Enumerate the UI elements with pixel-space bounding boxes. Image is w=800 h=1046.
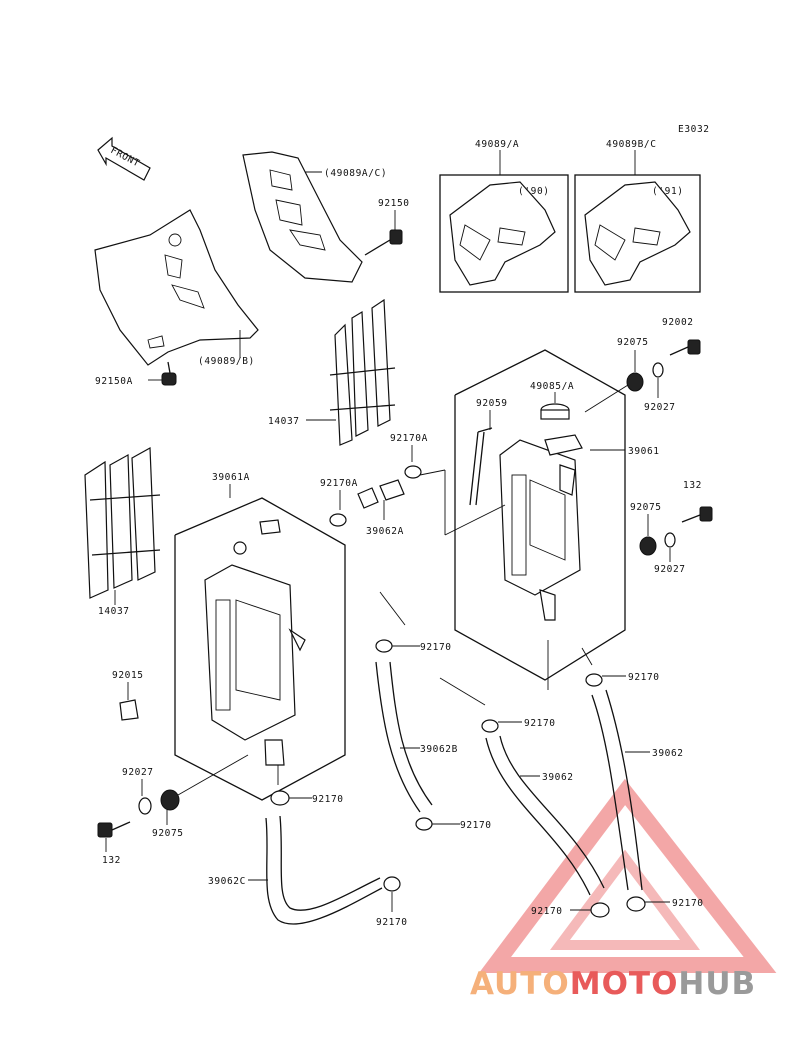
- label-132-left: 132: [102, 855, 121, 866]
- hose-39062c: [265, 815, 383, 925]
- label-92150a: 92150A: [95, 376, 133, 387]
- label-39061: 39061: [628, 446, 660, 457]
- clamp-92170-h: [626, 896, 646, 912]
- label-39062a: 39062A: [366, 526, 404, 537]
- hose-39062-mid: [485, 735, 605, 896]
- label-49089bc: 49089B/C: [606, 139, 657, 150]
- label-92075-top: 92075: [617, 337, 649, 348]
- clamp-92170-d: [585, 673, 603, 687]
- label-92170-g: 92170: [531, 906, 563, 917]
- label-92027-left: 92027: [122, 767, 154, 778]
- grommet-92075-left: [160, 789, 180, 811]
- clamp-92170-e: [270, 790, 290, 806]
- radiator-cap: [540, 403, 570, 420]
- shroud-right: [242, 151, 363, 283]
- clamp-92170-a: [375, 639, 393, 653]
- label-49085a: 49085/A: [530, 381, 574, 392]
- label-49089a: 49089/A: [475, 139, 519, 150]
- bolt-92150: [364, 229, 403, 256]
- watermark-logo: [478, 778, 777, 973]
- bolt-92002: [669, 339, 701, 356]
- grille-top: [329, 298, 396, 446]
- label-39062-mid: 39062: [542, 772, 574, 783]
- label-49089ac: (49089A/C): [324, 168, 387, 179]
- inset-49089a: [439, 174, 569, 293]
- front-arrow-icon: FRONT: [97, 136, 151, 181]
- label-year-90: ('90): [518, 186, 550, 197]
- bolt-92150a: [161, 361, 177, 386]
- label-92075-right: 92075: [630, 502, 662, 513]
- label-92170a-mid: 92170A: [320, 478, 358, 489]
- label-92059: 92059: [476, 398, 508, 409]
- grommet-92075-top: [626, 372, 644, 392]
- watermark-hub: HUB: [678, 966, 756, 1002]
- label-39062c: 39062C: [208, 876, 246, 887]
- diagram-code: E3032: [678, 124, 710, 135]
- watermark-auto: AUTO: [470, 966, 570, 1002]
- clamp-92170a-top: [404, 465, 422, 479]
- label-49089b: (49089/B): [198, 356, 255, 367]
- hose-39062b: [375, 661, 433, 813]
- label-92170-c: 92170: [460, 820, 492, 831]
- label-92027-right: 92027: [654, 564, 686, 575]
- label-92002: 92002: [662, 317, 694, 328]
- label-92075-left: 92075: [152, 828, 184, 839]
- label-92170-a: 92170: [420, 642, 452, 653]
- radiator-right: [454, 349, 626, 681]
- label-92027-top: 92027: [644, 402, 676, 413]
- radiator-left: [174, 497, 346, 801]
- grommet-92075-right: [639, 536, 657, 556]
- label-year-91: ('91): [652, 186, 684, 197]
- label-92170a-top: 92170A: [390, 433, 428, 444]
- pipe-39062a: [357, 479, 405, 509]
- grille-left: [84, 447, 161, 599]
- label-92170-h: 92170: [672, 898, 704, 909]
- bolt-132-left: [97, 821, 131, 838]
- bolt-132-right: [681, 506, 713, 523]
- clamp-92170-g: [590, 902, 610, 918]
- collar-92027-left: [138, 797, 152, 815]
- watermark-moto: MOTO: [570, 966, 679, 1002]
- label-39062-right: 39062: [652, 748, 684, 759]
- clamp-92170-b: [481, 719, 499, 733]
- label-14037-top: 14037: [268, 416, 300, 427]
- clamp-92170-f: [383, 876, 401, 892]
- clamp-92170a-mid: [329, 513, 347, 527]
- label-39062b: 39062B: [420, 744, 458, 755]
- shroud-left: [94, 209, 259, 366]
- collar-92015: [119, 699, 139, 721]
- watermark-text: AUTOMOTOHUB: [470, 966, 756, 1002]
- clamp-92170-c: [415, 817, 433, 831]
- label-92170-f: 92170: [376, 917, 408, 928]
- label-39061a: 39061A: [212, 472, 250, 483]
- hose-39062-right: [591, 689, 643, 891]
- collar-92027-top: [652, 362, 664, 378]
- label-92150: 92150: [378, 198, 410, 209]
- overflow-hose: [469, 427, 493, 506]
- label-92015: 92015: [112, 670, 144, 681]
- label-14037-left: 14037: [98, 606, 130, 617]
- label-132-right: 132: [683, 480, 702, 491]
- inset-49089bc: [574, 174, 701, 293]
- label-92170-b: 92170: [524, 718, 556, 729]
- label-92170-e: 92170: [312, 794, 344, 805]
- collar-92027-right: [664, 532, 676, 548]
- label-92170-d: 92170: [628, 672, 660, 683]
